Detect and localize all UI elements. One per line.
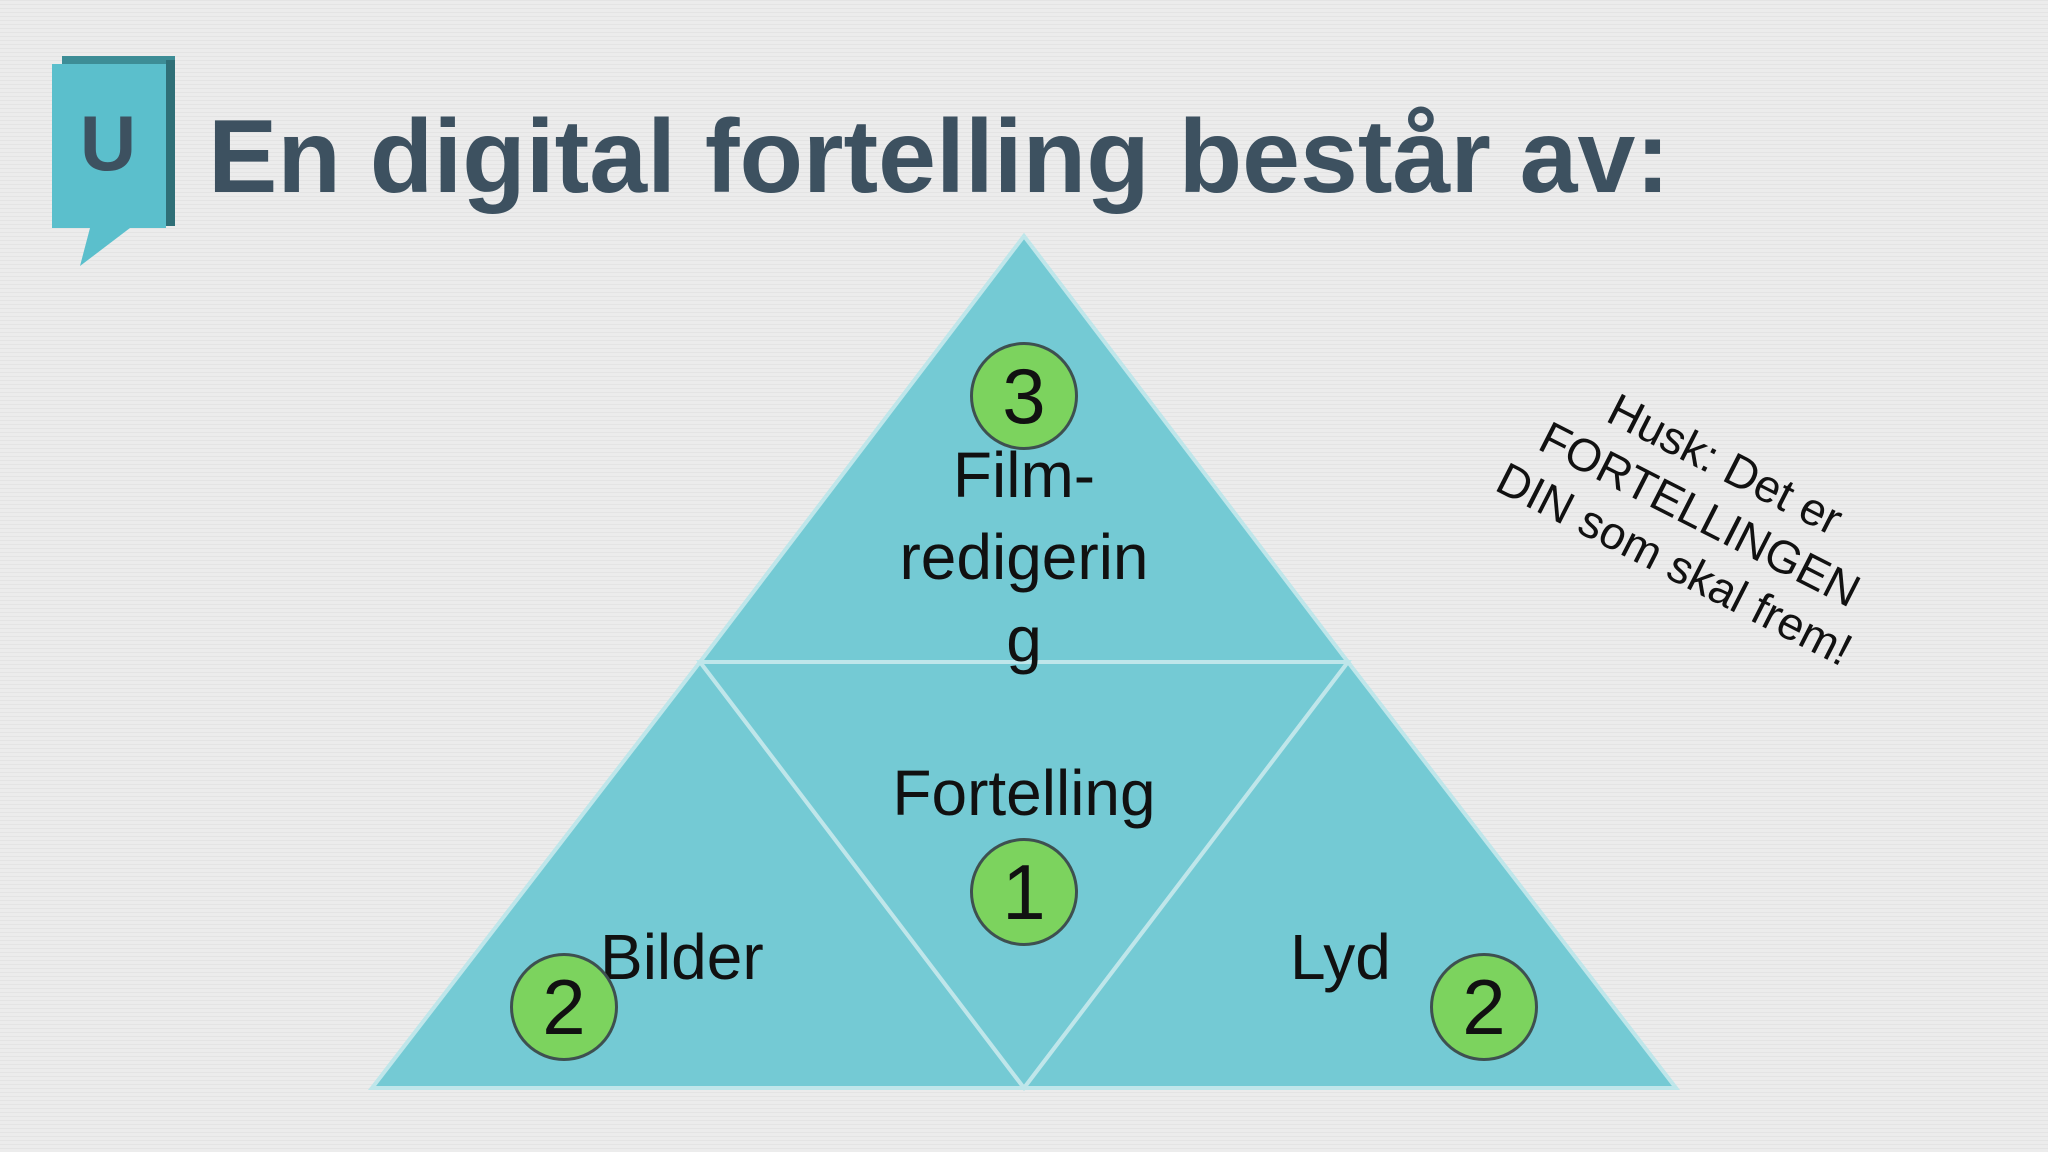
segment-top-label-line-1: Film- [952,439,1096,511]
badge-left-number: 2 [510,953,618,1061]
segment-top-label-line-2: redigerin [899,521,1149,593]
badge-top-number: 3 [970,342,1078,450]
badge-right-number: 2 [1430,953,1538,1061]
segment-left-label: Bilder [600,921,764,993]
page-title: En digital fortelling består av: [208,99,1670,215]
badge-center-number: 1 [970,838,1078,946]
segment-center-label: Fortelling [892,757,1156,829]
logo-u-icon: U [52,56,175,266]
segment-top-label: Film- redigerin g [884,434,1164,680]
logo-letter: U [80,99,136,187]
segment-right-label: Lyd [1290,921,1391,993]
segment-top-label-line-3: g [1006,603,1042,675]
